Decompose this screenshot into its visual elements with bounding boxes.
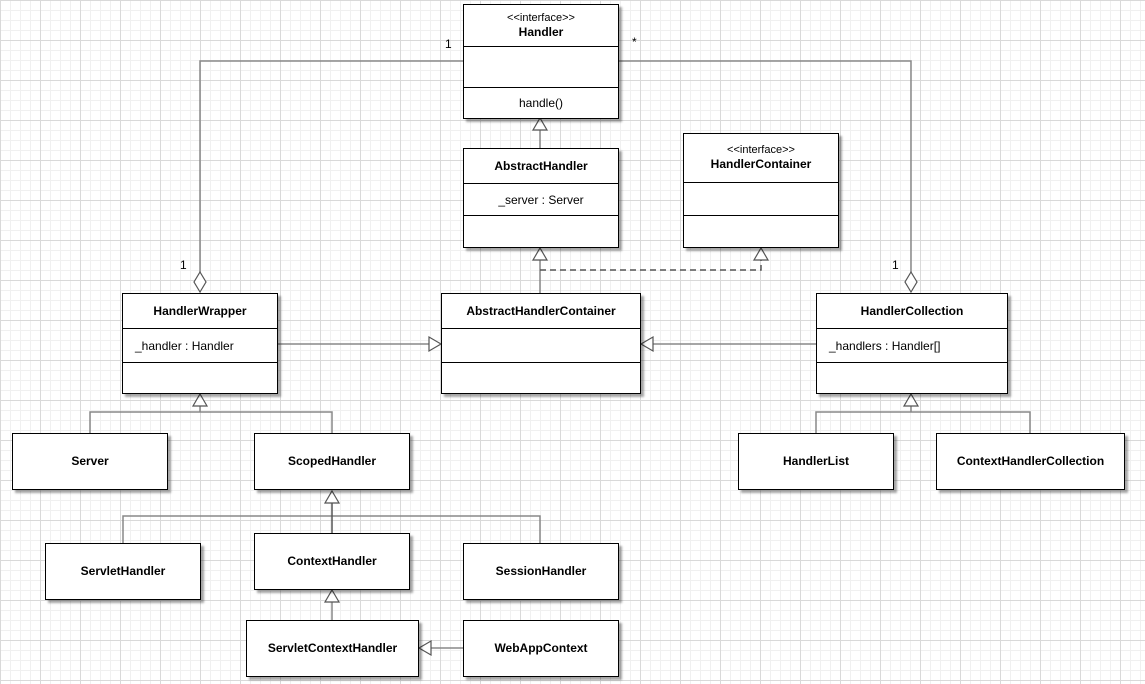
class-box-abstract-handler-container[interactable]: AbstractHandlerContainer [441, 293, 641, 394]
class-header: ScopedHandler [255, 434, 409, 489]
class-box-context-handler[interactable]: ContextHandler [254, 533, 410, 590]
aggregation-wrapper-to-handler [199, 60, 463, 272]
generalization-arrowhead [902, 392, 920, 407]
class-header: ServletHandler [46, 544, 200, 599]
class-name: AbstractHandlerContainer [466, 303, 616, 318]
stereotype-label: <<interface>> [727, 144, 795, 156]
generalization-arrowhead [531, 246, 549, 261]
class-header: HandlerCollection [817, 294, 1007, 328]
operation-label: handle() [518, 96, 564, 110]
aggregation-collection-to-handler [618, 60, 912, 272]
class-header: AbstractHandler [464, 149, 618, 183]
class-box-servlet-context-handler[interactable]: ServletContextHandler [246, 620, 419, 677]
multiplicity-label: 1 [892, 258, 899, 272]
realization-ahc-handlercontainer [540, 260, 762, 271]
operation-section [123, 362, 277, 393]
class-header: SessionHandler [464, 544, 618, 599]
attribute-section: _handlers : Handler[] [817, 328, 1007, 362]
aggregation-diamond-wrapper [193, 270, 207, 294]
class-header: <<interface>> Handler [464, 5, 618, 46]
class-header: HandlerList [739, 434, 893, 489]
generalization-arrowhead [417, 639, 432, 657]
class-name: Server [71, 454, 109, 468]
class-header: ContextHandler [255, 534, 409, 589]
attribute-section [464, 46, 618, 87]
class-header: HandlerWrapper [123, 294, 277, 328]
attribute-section: _server : Server [464, 183, 618, 215]
class-box-handler-container[interactable]: <<interface>> HandlerContainer [683, 133, 839, 248]
class-name: HandlerWrapper [153, 303, 247, 318]
class-box-abstract-handler[interactable]: AbstractHandler _server : Server [463, 148, 619, 248]
class-header: AbstractHandlerContainer [442, 294, 640, 328]
operation-section [464, 215, 618, 247]
class-name: SessionHandler [495, 564, 587, 578]
class-header: Server [13, 434, 167, 489]
attribute-section [442, 328, 640, 362]
generalization-tree-wrapper [89, 411, 333, 433]
class-box-webapp-context[interactable]: WebAppContext [463, 620, 619, 677]
class-name: Handler [518, 24, 564, 39]
generalization-arrowhead [428, 335, 443, 353]
attribute-section [684, 182, 838, 215]
class-name: ServletContextHandler [267, 641, 398, 655]
aggregation-diamond-collection [904, 270, 918, 294]
class-header: ServletContextHandler [247, 621, 418, 676]
attribute-label: _handlers : Handler[] [829, 338, 941, 353]
generalization-arrowhead [639, 335, 654, 353]
class-name: HandlerContainer [710, 157, 812, 171]
class-name: WebAppContext [494, 641, 588, 655]
class-box-session-handler[interactable]: SessionHandler [463, 543, 619, 600]
operation-section [442, 362, 640, 393]
generalization-tree-collection [815, 411, 1031, 433]
generalization-arrowhead [323, 489, 341, 504]
operation-section [684, 215, 838, 247]
class-header: ContextHandlerCollection [937, 434, 1124, 489]
class-box-handler-list[interactable]: HandlerList [738, 433, 894, 490]
class-box-handler-collection[interactable]: HandlerCollection _handlers : Handler[] [816, 293, 1008, 394]
class-name: HandlerList [782, 454, 849, 468]
attribute-label: _handler : Handler [135, 338, 234, 353]
class-box-handler[interactable]: <<interface>> Handler handle() [463, 4, 619, 119]
class-name: ContextHandlerCollection [956, 454, 1105, 468]
class-box-context-handler-collection[interactable]: ContextHandlerCollection [936, 433, 1125, 490]
class-box-scoped-handler[interactable]: ScopedHandler [254, 433, 410, 490]
class-box-servlet-handler[interactable]: ServletHandler [45, 543, 201, 600]
generalization-arrowhead [531, 116, 549, 131]
class-header: WebAppContext [464, 621, 618, 676]
multiplicity-label: 1 [180, 258, 187, 272]
realization-arrowhead [752, 246, 770, 261]
multiplicity-label: * [632, 35, 637, 49]
class-name: ScopedHandler [287, 454, 377, 468]
class-box-server[interactable]: Server [12, 433, 168, 490]
generalization-arrowhead [323, 588, 341, 603]
class-header: <<interface>> HandlerContainer [684, 134, 838, 182]
stereotype-label: <<interface>> [507, 11, 575, 24]
attribute-label: _server : Server [498, 192, 584, 207]
attribute-section: _handler : Handler [123, 328, 277, 362]
operation-section: handle() [464, 87, 618, 118]
class-name: HandlerCollection [860, 303, 964, 318]
class-name: ContextHandler [287, 554, 377, 568]
operation-section [817, 362, 1007, 393]
class-name: AbstractHandler [494, 158, 588, 173]
generalization-arrowhead [191, 392, 209, 407]
multiplicity-label: 1 [445, 37, 452, 51]
class-box-handler-wrapper[interactable]: HandlerWrapper _handler : Handler [122, 293, 278, 394]
class-name: ServletHandler [80, 564, 166, 578]
